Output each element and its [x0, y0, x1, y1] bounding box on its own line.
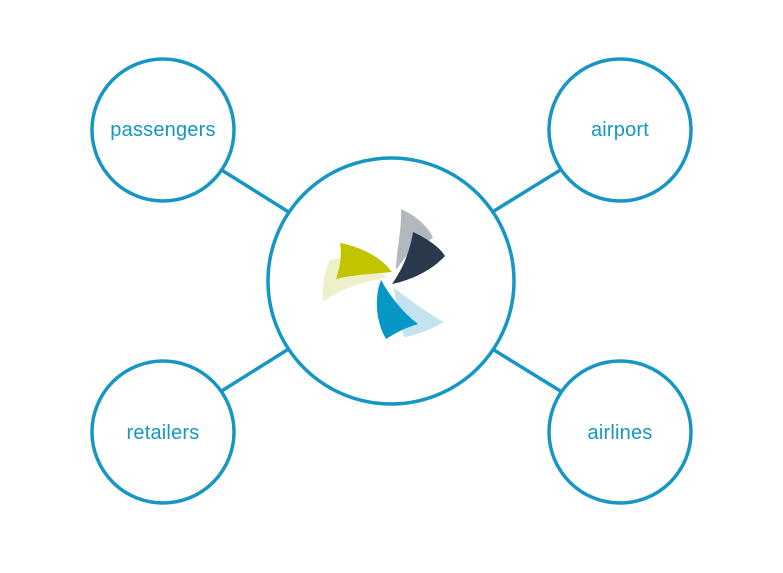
- connector-airport: [492, 167, 564, 213]
- connector-airlines: [492, 348, 564, 394]
- node-circle-airlines: [547, 359, 693, 505]
- node-label-airlines: airlines: [587, 422, 653, 444]
- connector-passengers: [218, 167, 289, 213]
- pinwheel-logo-icon: [322, 209, 445, 339]
- node-circle-retailers: [90, 359, 236, 505]
- node-label-passengers: passengers: [110, 119, 216, 141]
- node-circle-passengers: [90, 57, 236, 203]
- connector-retailers: [218, 348, 289, 394]
- node-label-airport: airport: [590, 119, 650, 141]
- node-circle-airport: [547, 57, 693, 203]
- center-hub-circle: [266, 156, 516, 406]
- node-label-retailers: retailers: [126, 422, 200, 444]
